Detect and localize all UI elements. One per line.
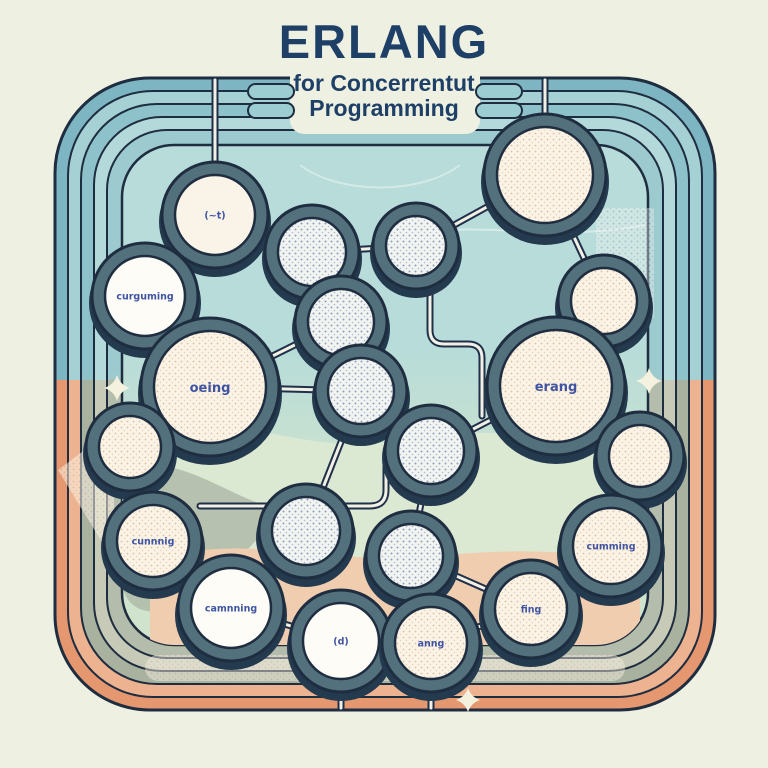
node-label: anng: [418, 639, 445, 650]
node-label: camnning: [205, 604, 257, 615]
graph-node-n16: cunnnig: [101, 490, 205, 599]
graph-nodes-layer: (~t) curguming oeing erang cunnnig camnning (d…: [83, 112, 687, 701]
node-face: [396, 416, 466, 486]
node-label: erang: [535, 380, 578, 395]
node-face: [270, 495, 342, 567]
node-face: [384, 214, 448, 278]
graph-node-n13: [593, 410, 687, 509]
band-cap-right-top: [475, 83, 523, 100]
node-face: [393, 605, 469, 681]
node-face: [495, 125, 595, 225]
graph-node-n15: [363, 509, 459, 610]
node-face: [569, 266, 639, 336]
band-cap-left-bottom: [247, 102, 295, 119]
graph-node-n3: oeing: [138, 316, 282, 465]
node-label: fing: [521, 605, 542, 616]
node-face: [97, 414, 163, 480]
node-face: [115, 503, 191, 579]
graph-node-n7: [481, 112, 609, 245]
graph-node-n12: [83, 401, 177, 500]
graph-node-n10: [312, 343, 410, 446]
graph-node-n14: [256, 482, 356, 587]
node-face: [493, 571, 569, 647]
node-face: [498, 328, 614, 444]
band-cap-left-top: [247, 83, 295, 100]
node-face: [189, 566, 273, 650]
graph-node-n11: [382, 403, 480, 506]
node-face: [173, 173, 257, 257]
node-label: cumming: [586, 542, 635, 553]
graph-node-n9: erang: [484, 315, 628, 464]
node-face: [377, 522, 445, 590]
node-face: [103, 254, 187, 338]
node-label: (~t): [204, 211, 225, 222]
node-face: [326, 356, 396, 426]
sparkle-icon: [636, 368, 662, 394]
graph-node-n20: fing: [479, 558, 583, 667]
graph-node-n1: (~t): [159, 160, 271, 277]
node-face: [571, 506, 651, 586]
title-plate: [247, 22, 523, 134]
node-label: oeing: [190, 381, 231, 396]
node-label: cunnnig: [132, 537, 175, 548]
routed-connectors: [196, 76, 549, 712]
sparkle-icon: [104, 375, 130, 401]
graph-node-n19: anng: [379, 592, 483, 701]
node-face: [607, 423, 673, 489]
graph-node-n17: camnning: [175, 553, 287, 670]
node-face: [152, 329, 268, 445]
graph-node-n21: cumming: [557, 493, 665, 606]
node-label: curguming: [116, 292, 173, 303]
node-face: [301, 601, 381, 681]
sparkle-icon: [456, 688, 480, 712]
band-cap-right-bottom: [475, 102, 523, 119]
graph-node-n6: [370, 201, 462, 298]
graph-node-n18: (d): [287, 588, 395, 701]
node-label: (d): [333, 637, 348, 648]
sparkles: [104, 368, 662, 712]
